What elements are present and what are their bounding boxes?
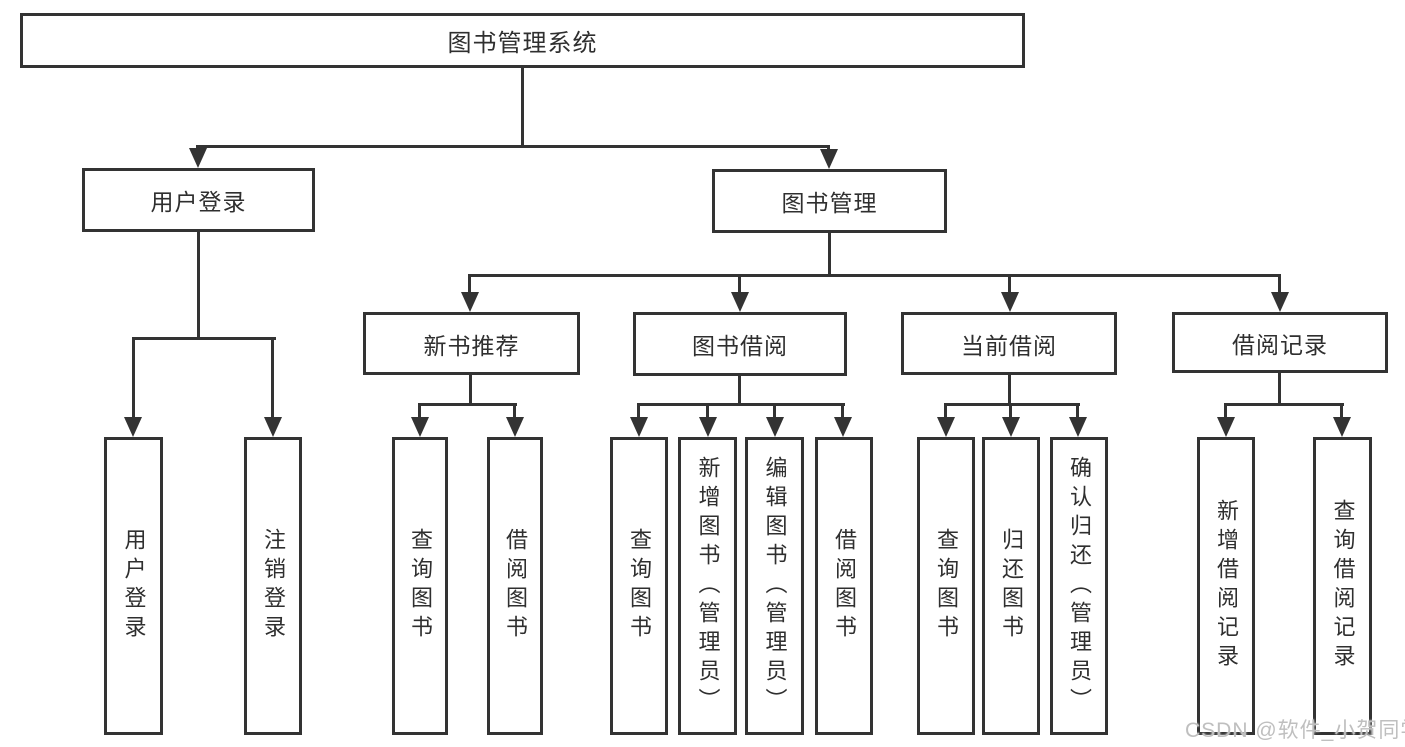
connector-line bbox=[1224, 403, 1344, 406]
connector-line bbox=[1224, 406, 1227, 421]
connector-arrowhead bbox=[630, 417, 648, 437]
leaf-user-login: 用户登录 bbox=[104, 437, 163, 735]
leaf-add-borrow-record: 新增借阅记录 bbox=[1197, 437, 1255, 735]
leaf-label: 编辑图书（管理员） bbox=[762, 455, 788, 717]
connector-line bbox=[944, 406, 947, 421]
connector-line bbox=[738, 376, 741, 405]
csdn-watermark: CSDN @软件_小贺同学 bbox=[1185, 719, 1405, 742]
connector-line bbox=[132, 337, 276, 340]
connector-line bbox=[944, 403, 1080, 406]
connector-line bbox=[271, 340, 274, 422]
node-label: 图书管理系统 bbox=[447, 30, 598, 57]
leaf-query-books-borrowing: 查询图书 bbox=[610, 437, 668, 735]
node-new-book-recommendation: 新书推荐 bbox=[363, 312, 580, 375]
leaf-query-books-current: 查询图书 bbox=[917, 437, 975, 735]
node-label: 借阅记录 bbox=[1232, 331, 1328, 358]
leaf-add-books-admin: 新增图书（管理员） bbox=[678, 437, 737, 735]
leaf-edit-books-admin: 编辑图书（管理员） bbox=[745, 437, 804, 735]
leaf-label: 借阅图书 bbox=[503, 528, 528, 644]
leaf-label: 归还图书 bbox=[999, 528, 1024, 644]
connector-line bbox=[132, 340, 135, 422]
leaf-label: 注销登录 bbox=[261, 528, 286, 644]
leaf-label: 查询图书 bbox=[627, 528, 652, 644]
connector-arrowhead bbox=[937, 417, 955, 437]
leaf-query-books-recommend: 查询图书 bbox=[392, 437, 448, 735]
node-label: 图书管理 bbox=[781, 190, 878, 216]
connector-line bbox=[197, 232, 200, 339]
leaf-borrow-books-recommend: 借阅图书 bbox=[487, 437, 543, 735]
leaf-query-borrow-record: 查询借阅记录 bbox=[1313, 437, 1372, 735]
leaf-label: 确认归还（管理员） bbox=[1067, 455, 1092, 717]
leaf-label: 查询借阅记录 bbox=[1330, 499, 1356, 673]
connector-line bbox=[828, 233, 831, 276]
connector-line bbox=[1278, 277, 1281, 294]
connector-line bbox=[738, 277, 741, 294]
connector-arrowhead bbox=[189, 148, 207, 168]
connector-arrowhead bbox=[1333, 417, 1351, 437]
connector-arrowhead bbox=[1271, 292, 1289, 312]
connector-arrowhead bbox=[411, 417, 429, 437]
connector-arrowhead bbox=[506, 417, 524, 437]
connector-line bbox=[418, 403, 517, 406]
node-label: 图书借阅 bbox=[692, 333, 788, 359]
connector-line bbox=[521, 66, 524, 147]
connector-arrowhead bbox=[264, 417, 282, 437]
connector-line bbox=[706, 406, 709, 421]
leaf-label: 借阅图书 bbox=[832, 528, 857, 644]
connector-arrowhead bbox=[820, 149, 838, 169]
leaf-label: 新增借阅记录 bbox=[1214, 499, 1239, 673]
connector-line bbox=[468, 274, 1281, 277]
leaf-label: 新增图书（管理员） bbox=[695, 455, 721, 717]
connector-line bbox=[1008, 277, 1011, 294]
connector-line bbox=[1009, 406, 1012, 421]
leaf-label: 用户登录 bbox=[121, 528, 147, 644]
connector-arrowhead bbox=[1217, 417, 1235, 437]
leaf-label: 查询图书 bbox=[934, 528, 959, 644]
leaf-logout: 注销登录 bbox=[244, 437, 302, 735]
leaf-return-books: 归还图书 bbox=[982, 437, 1040, 735]
leaf-label: 查询图书 bbox=[408, 528, 433, 644]
connector-arrowhead bbox=[1002, 417, 1020, 437]
node-book-borrowing: 图书借阅 bbox=[633, 312, 847, 376]
node-label: 当前借阅 bbox=[961, 332, 1057, 359]
connector-line bbox=[841, 406, 844, 421]
connector-line bbox=[1076, 406, 1079, 421]
connector-line bbox=[468, 277, 471, 294]
connector-line bbox=[1340, 406, 1343, 421]
node-library-management-system: 图书管理系统 bbox=[20, 13, 1025, 68]
connector-line bbox=[196, 145, 830, 148]
connector-line bbox=[513, 406, 516, 421]
connector-line bbox=[637, 403, 845, 406]
connector-arrowhead bbox=[461, 292, 479, 312]
connector-line bbox=[637, 406, 640, 421]
node-label: 用户登录 bbox=[150, 189, 247, 215]
connector-line bbox=[1008, 375, 1011, 405]
connector-line bbox=[1278, 373, 1281, 405]
connector-line bbox=[418, 406, 421, 421]
connector-line bbox=[773, 406, 776, 421]
connector-arrowhead bbox=[834, 417, 852, 437]
connector-arrowhead bbox=[124, 417, 142, 437]
connector-arrowhead bbox=[699, 417, 717, 437]
node-user-login: 用户登录 bbox=[82, 168, 315, 232]
leaf-confirm-return-admin: 确认归还（管理员） bbox=[1050, 437, 1108, 735]
node-borrowing-records: 借阅记录 bbox=[1172, 312, 1388, 373]
connector-arrowhead bbox=[1001, 292, 1019, 312]
connector-arrowhead bbox=[1069, 417, 1087, 437]
connector-arrowhead bbox=[731, 292, 749, 312]
node-current-borrowing: 当前借阅 bbox=[901, 312, 1117, 375]
leaf-borrow-books-borrowing: 借阅图书 bbox=[815, 437, 873, 735]
node-book-management: 图书管理 bbox=[712, 169, 947, 233]
connector-arrowhead bbox=[766, 417, 784, 437]
connector-line bbox=[469, 375, 472, 406]
node-label: 新书推荐 bbox=[423, 332, 520, 359]
